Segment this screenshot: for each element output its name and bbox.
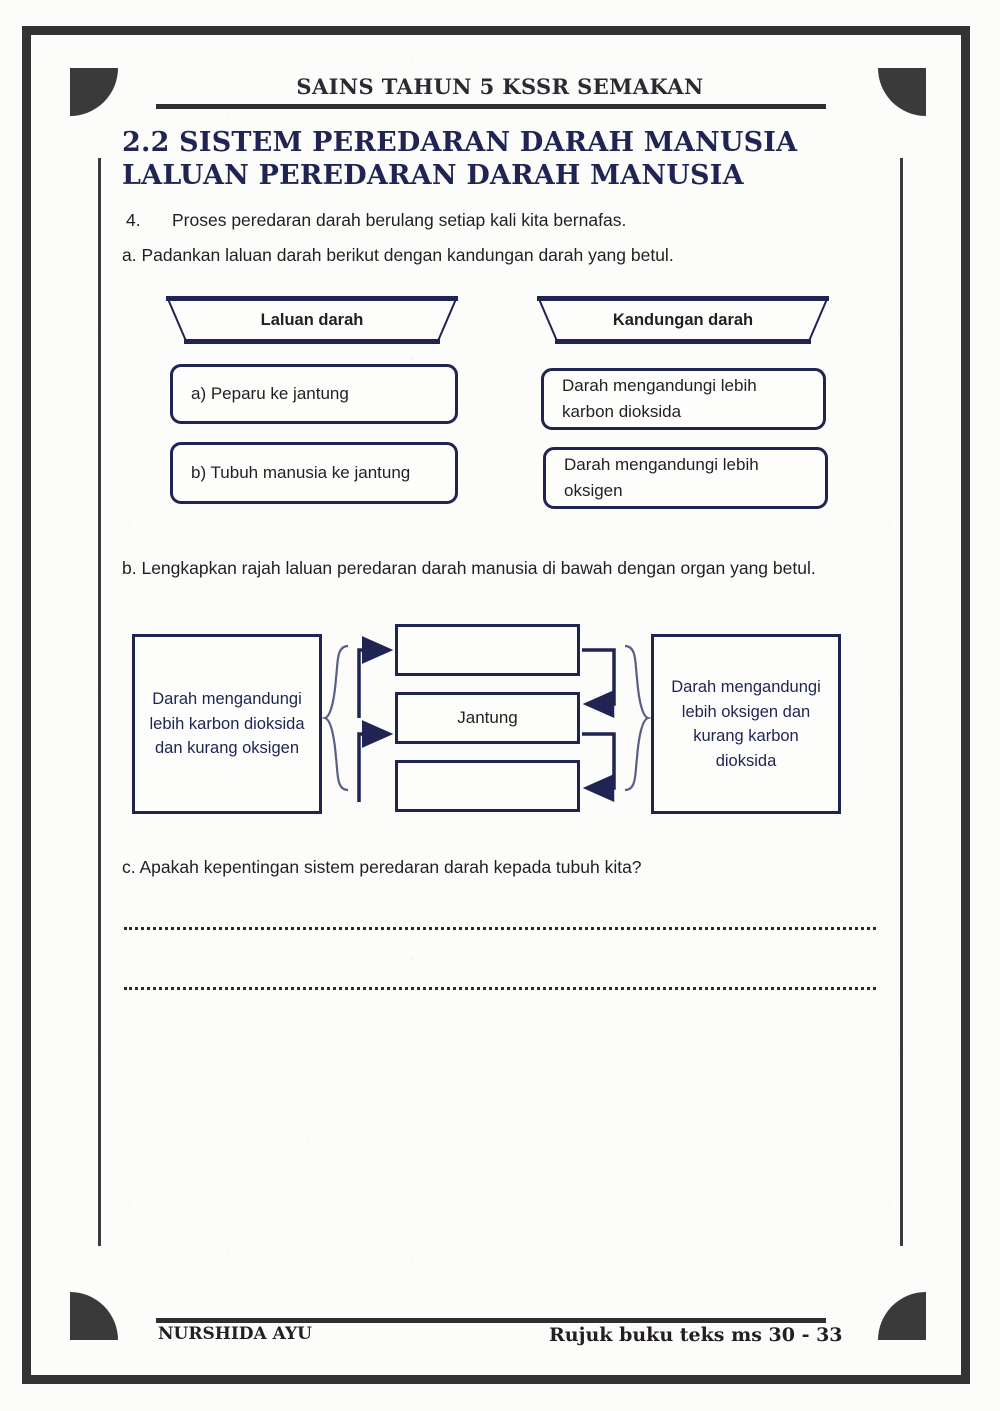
diagram-box-blank-bottom[interactable] xyxy=(395,760,580,812)
page-title: 2.2 SISTEM PEREDARAN DARAH MANUSIA LALUA… xyxy=(122,126,882,192)
banner-shape-left xyxy=(166,296,458,344)
banner-shape-right xyxy=(537,296,829,344)
footer-reference: Rujuk buku teks ms 30 - 33 xyxy=(549,1324,843,1346)
diagram-box-blank-top[interactable] xyxy=(395,624,580,676)
banner-kandungan-darah: Kandungan darah xyxy=(537,296,829,344)
footer-divider-rule xyxy=(156,1318,826,1323)
diagram-box-right: Darah mengandungi lebih oksigen dan kura… xyxy=(651,634,841,814)
question-4c-text: c. Apakah kepentingan sistem peredaran d… xyxy=(122,857,642,877)
option-box-kandungan-1[interactable]: Darah mengandungi lebih karbon dioksida xyxy=(541,368,826,430)
question-4-text: Proses peredaran darah berulang setiap k… xyxy=(172,210,627,230)
page-title-line-1: 2.2 SISTEM PEREDARAN DARAH MANUSIA xyxy=(122,127,798,158)
page-title-line-2: LALUAN PEREDARAN DARAH MANUSIA xyxy=(122,160,744,191)
answer-line-1[interactable] xyxy=(124,927,876,930)
banner-label-left: Laluan darah xyxy=(260,310,364,329)
footer-author: NURSHIDA AYU xyxy=(158,1324,312,1344)
header-divider-rule xyxy=(156,104,826,109)
answer-line-2[interactable] xyxy=(124,987,876,990)
question-4-number: 4. xyxy=(126,210,141,230)
option-box-laluan-a[interactable]: a) Peparu ke jantung xyxy=(170,364,458,424)
diagram-box-jantung[interactable]: Jantung xyxy=(395,692,580,744)
question-4a-text: a. Padankan laluan darah berikut dengan … xyxy=(122,245,674,265)
diagram-box-left: Darah mengandungi lebih karbon dioksida … xyxy=(132,634,322,814)
blood-circulation-diagram: Darah mengandungi lebih karbon dioksida … xyxy=(122,612,862,827)
header-title: SAINS TAHUN 5 KSSR SEMAKAN xyxy=(296,74,704,99)
option-box-kandungan-2[interactable]: Darah mengandungi lebih oksigen xyxy=(543,447,828,509)
inner-rule-right xyxy=(900,158,903,1246)
banner-label-right: Kandungan darah xyxy=(612,310,754,329)
diagram-connectors xyxy=(321,636,652,802)
question-4b-text: b. Lengkapkan rajah laluan peredaran dar… xyxy=(122,558,816,578)
option-box-laluan-b[interactable]: b) Tubuh manusia ke jantung xyxy=(170,442,458,504)
inner-rule-left xyxy=(98,158,101,1246)
banner-laluan-darah: Laluan darah xyxy=(166,296,458,344)
